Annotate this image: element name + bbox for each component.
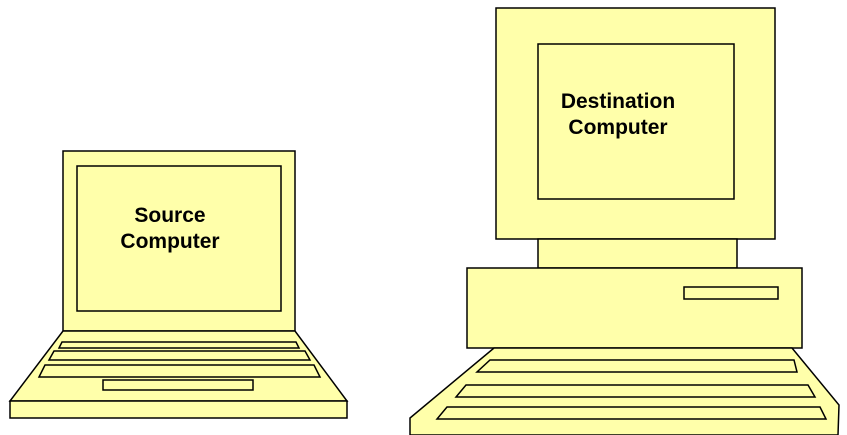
monitor-screen [537, 43, 735, 200]
floppy-drive-slot [683, 286, 779, 300]
laptop-screen [76, 165, 282, 312]
monitor-stand [537, 238, 738, 269]
source-computer-label: Source Computer [90, 203, 250, 255]
destination-label-line-1: Destination [560, 90, 676, 113]
laptop-base-front [9, 400, 348, 419]
destination-computer-label: Destination Computer [538, 89, 698, 141]
laptop-touchpad [102, 379, 254, 391]
laptop-icon [8, 150, 349, 419]
laptop-keyboard-row-3 [37, 364, 322, 378]
keyboard-row-1 [475, 359, 798, 373]
system-unit [466, 267, 803, 349]
source-label-line-1: Source [134, 204, 206, 227]
laptop-keyboard-row-2 [47, 350, 312, 361]
keyboard-row-2 [454, 384, 817, 398]
destination-label-line-2: Computer [568, 116, 668, 139]
desktop-computer-icon [409, 7, 840, 435]
source-label-line-2: Computer [120, 230, 220, 253]
laptop-keyboard-row-1 [57, 341, 301, 349]
keyboard-row-3 [435, 406, 828, 420]
